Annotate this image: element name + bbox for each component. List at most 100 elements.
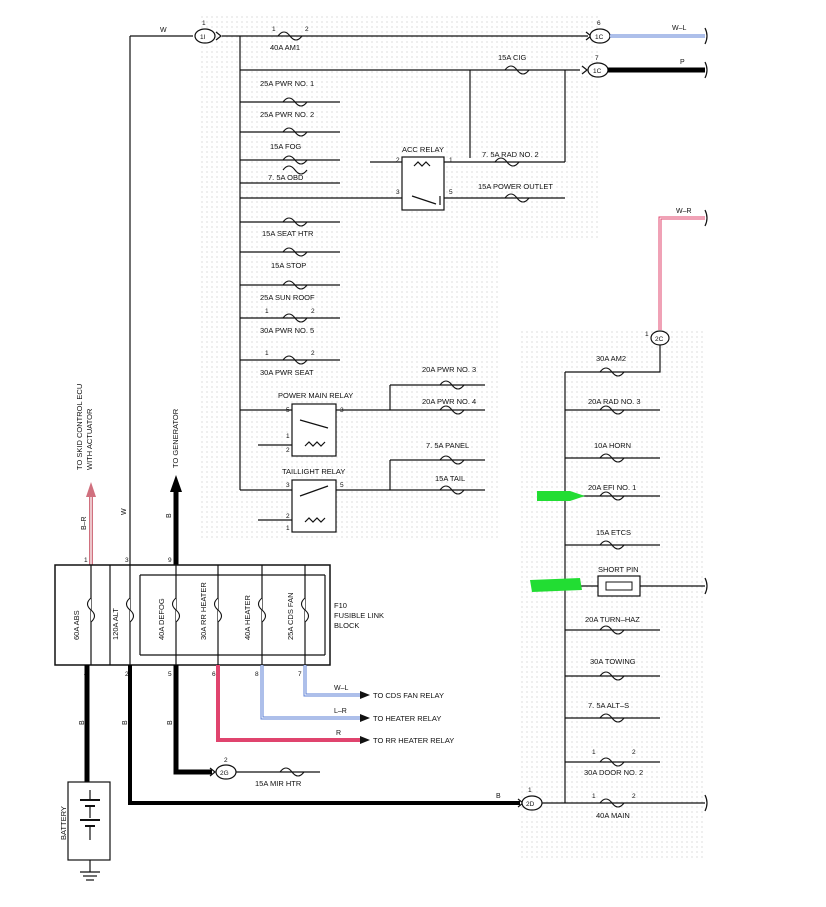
svg-text:1: 1 <box>592 793 596 800</box>
svg-text:1: 1 <box>645 331 649 338</box>
fl-fuse-symbol <box>125 597 135 623</box>
fuse-horn: 10A HORN <box>594 441 631 463</box>
fuse-pwr5: 1 2 30A PWR NO. 5 <box>240 308 340 335</box>
wire-label-wl: W–L <box>334 685 349 692</box>
connector-2d: 2D 1 <box>517 787 565 811</box>
svg-text:6: 6 <box>597 20 601 27</box>
svg-text:20A EFI NO. 1: 20A EFI NO. 1 <box>588 483 636 492</box>
svg-text:2: 2 <box>632 793 636 800</box>
power-main-relay: POWER MAIN RELAY 5 3 1 2 <box>240 384 485 457</box>
svg-text:1: 1 <box>265 350 269 357</box>
svg-text:10A HORN: 10A HORN <box>594 441 631 450</box>
svg-text:7. 5A OBD: 7. 5A OBD <box>268 173 304 182</box>
fuse-pwr-seat: 1 2 30A PWR SEAT <box>240 350 340 377</box>
svg-text:20A PWR NO. 3: 20A PWR NO. 3 <box>422 365 476 374</box>
wire-label-r: R <box>336 730 341 737</box>
svg-text:ACC RELAY: ACC RELAY <box>402 145 444 154</box>
fuse-obd: 7. 5A OBD <box>240 165 340 184</box>
svg-text:POWER MAIN RELAY: POWER MAIN RELAY <box>278 391 353 400</box>
fuse-fog: 15A FOG <box>240 142 340 165</box>
fuse-pwr3: 20A PWR NO. 3 <box>422 365 476 390</box>
fusible-link-block: 1 3 9 4 2 5 6 8 7 F10 FUSIBLE LINK BLOCK <box>54 557 384 678</box>
svg-text:1: 1 <box>272 26 276 33</box>
svg-text:25A SUN ROOF: 25A SUN ROOF <box>260 293 315 302</box>
fl-fuse-symbol <box>300 597 310 623</box>
svg-text:40A MAIN: 40A MAIN <box>596 811 630 820</box>
svg-text:FUSIBLE LINK: FUSIBLE LINK <box>334 611 384 620</box>
wire-label-w-left: W <box>121 508 128 515</box>
svg-text:15A POWER OUTLET: 15A POWER OUTLET <box>478 182 553 191</box>
svg-text:25A PWR NO. 1: 25A PWR NO. 1 <box>260 79 314 88</box>
fl-fuse-symbol <box>257 597 267 623</box>
fuse-panel: 7. 5A PANEL <box>426 441 469 465</box>
fl-fuse-symbol <box>213 597 223 623</box>
svg-text:25A PWR NO. 2: 25A PWR NO. 2 <box>260 110 314 119</box>
svg-text:30A AM2: 30A AM2 <box>596 354 626 363</box>
wire-label-b-2: B <box>122 720 129 725</box>
svg-text:SHORT PIN: SHORT PIN <box>598 565 639 574</box>
to-generator-label: TO GENERATOR <box>171 408 180 468</box>
svg-text:TO SKID CONTROL ECU: TO SKID CONTROL ECU <box>75 384 84 470</box>
fl-fuse-label: 40A DEFOG <box>157 598 166 640</box>
svg-text:1: 1 <box>528 787 532 794</box>
svg-text:1: 1 <box>286 433 290 440</box>
svg-text:1: 1 <box>202 20 206 27</box>
svg-text:1: 1 <box>286 525 290 532</box>
svg-text:BATTERY: BATTERY <box>59 806 68 840</box>
to-rr-heater-relay: TO RR HEATER RELAY <box>373 736 454 745</box>
svg-text:15A STOP: 15A STOP <box>271 261 306 270</box>
connector-1i: 1I 1 <box>194 20 222 44</box>
svg-text:2: 2 <box>286 513 290 520</box>
svg-text:WITH ACTUATOR: WITH ACTUATOR <box>85 408 94 470</box>
svg-text:TAILLIGHT RELAY: TAILLIGHT RELAY <box>282 467 345 476</box>
svg-text:9: 9 <box>168 557 172 564</box>
wire-label-lr: L–R <box>334 708 347 715</box>
svg-text:7: 7 <box>595 55 599 62</box>
svg-text:2: 2 <box>311 308 315 315</box>
svg-text:1C: 1C <box>593 68 602 75</box>
svg-text:6: 6 <box>212 671 216 678</box>
svg-text:30A DOOR NO. 2: 30A DOOR NO. 2 <box>584 768 643 777</box>
svg-text:1I: 1I <box>200 34 206 41</box>
fuse-tail: 15A TAIL <box>435 474 465 495</box>
fuse-main: 1 2 40A MAIN <box>592 793 708 820</box>
fuse-pwr1: 25A PWR NO. 1 <box>240 79 340 107</box>
svg-text:20A RAD NO. 3: 20A RAD NO. 3 <box>588 397 641 406</box>
fuse-efi1: 20A EFI NO. 1 <box>537 483 636 501</box>
fuse-sun-roof: 25A SUN ROOF <box>240 280 340 302</box>
fuse-towing: 30A TOWING <box>590 657 636 681</box>
fuse-am2: 30A AM2 <box>596 354 626 377</box>
fuse-rad2: 7. 5A RAD NO. 2 <box>482 150 539 167</box>
fuse-pwr2: 25A PWR NO. 2 <box>240 110 340 137</box>
acc-relay: ACC RELAY 2 1 3 5 <box>240 70 566 211</box>
svg-text:7. 5A PANEL: 7. 5A PANEL <box>426 441 469 450</box>
connector-1c-a: 1C 6 W–L <box>585 20 708 45</box>
svg-text:2: 2 <box>125 671 129 678</box>
fuse-pwr4: 20A PWR NO. 4 <box>422 397 476 415</box>
fuse-stop: 15A STOP <box>240 247 340 270</box>
svg-text:30A PWR NO. 5: 30A PWR NO. 5 <box>260 326 314 335</box>
svg-text:15A CIG: 15A CIG <box>498 53 527 62</box>
svg-text:40A AM1: 40A AM1 <box>270 43 300 52</box>
fuse-cig: 15A CIG <box>498 53 530 75</box>
fuse-am1: 1 2 40A AM1 <box>270 26 309 52</box>
left-wires <box>86 475 182 565</box>
svg-text:2: 2 <box>286 447 290 454</box>
svg-text:15A FOG: 15A FOG <box>270 142 301 151</box>
svg-text:1C: 1C <box>595 34 604 41</box>
battery-wires <box>84 665 520 805</box>
wire-label-b-bottom: B <box>496 793 501 800</box>
svg-text:20A TURN–HAZ: 20A TURN–HAZ <box>585 615 640 624</box>
fuse-turn-haz: 20A TURN–HAZ <box>585 615 640 635</box>
svg-text:2: 2 <box>311 350 315 357</box>
fl-fuse-label: 25A CDS FAN <box>286 592 295 640</box>
svg-text:15A SEAT HTR: 15A SEAT HTR <box>262 229 314 238</box>
to-skid-label: TO SKID CONTROL ECU WITH ACTUATOR <box>75 384 94 470</box>
to-cds-fan-relay: TO CDS FAN RELAY <box>373 691 444 700</box>
svg-text:1: 1 <box>84 557 88 564</box>
svg-text:1: 1 <box>592 749 596 756</box>
svg-text:15A TAIL: 15A TAIL <box>435 474 465 483</box>
svg-text:P: P <box>680 59 685 66</box>
highlight-short-pin <box>530 578 582 592</box>
svg-text:30A TOWING: 30A TOWING <box>590 657 636 666</box>
